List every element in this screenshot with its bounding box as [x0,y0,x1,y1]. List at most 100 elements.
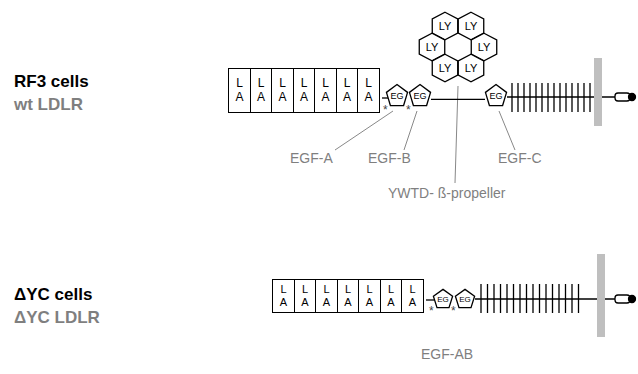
domain-letters: L A [366,283,373,308]
cytoplasmic-tail [615,295,630,303]
tick-mark [532,284,533,313]
la-module: L A [272,279,295,313]
asterisk-mark: * [451,305,456,319]
domain-abbrev: LY [439,62,452,75]
cell-line-name: RF3 cells [14,72,89,92]
o-linked-ticks [512,83,590,112]
tick-mark [553,83,554,112]
la-module: L A [294,279,317,313]
domain-letters: L A [300,77,308,105]
membrane-bar [597,254,605,337]
tick-mark [552,284,553,313]
egf-pentagon-shape [433,289,452,307]
tick-mark [559,83,560,112]
tick-mark [513,284,514,313]
domain-label: EGF-AB [421,346,473,362]
backbone-connector [431,99,485,100]
tick-mark [547,83,548,112]
domain-letters: L A [343,77,351,105]
domain-abbrev: LY [465,20,478,33]
domain-letters: L A [279,77,287,105]
bottom-receptor-art [426,254,636,337]
tick-mark [589,83,590,112]
tick-mark [583,83,584,112]
tick-mark [578,284,579,313]
egf-pentagon: EG [455,289,475,308]
tick-mark [529,83,530,112]
o-linked-ticks [481,284,579,313]
tick-mark [565,284,566,313]
la-module: L A [228,68,251,113]
domain-letters: L A [344,283,351,308]
egf-pentagon: EG [386,84,408,106]
tick-mark [511,83,512,112]
la-module: L A [380,279,403,313]
la-module: L A [357,68,380,113]
tick-mark [539,284,540,313]
tick-mark [480,284,481,313]
domain-abbrev: EG [413,88,426,101]
domain-letters: L A [409,283,416,308]
domain-label: EGF-B [368,150,411,166]
domain-letters: L A [323,283,330,308]
tick-mark [506,284,507,313]
receptor-name: ΔYC LDLR [14,308,100,328]
egf-pentagon: EG [485,84,507,106]
la-module: L A [271,68,294,113]
asterisk-mark: * [406,104,411,118]
ywtd-blade-hexagon: LY [458,54,484,82]
la-module: L A [315,279,338,313]
membrane-bar [594,58,602,126]
linker-line [426,299,434,300]
cytoplasmic-tail [615,93,630,101]
tick-mark [541,83,542,112]
tick-mark [577,83,578,112]
tick-mark [519,284,520,313]
la-module: L A [293,68,316,113]
la-module: L A [250,68,273,113]
ywtd-blade-hexagon: LY [432,54,458,82]
ywtd-blade-hexagon-shape [432,54,457,81]
tail-dot [629,296,636,303]
domain-abbrev: EG [489,88,502,101]
domain-letters: L A [257,77,265,105]
domain-abbrev: EG [437,292,449,304]
domain-letters: L A [280,283,287,308]
domain-abbrev: EG [390,88,403,101]
domain-letters: L A [301,283,308,308]
domain-letters: L A [236,77,244,105]
la-module: L A [314,68,337,113]
top-receptor-art [382,58,636,126]
leader-line [455,86,458,183]
linker-line [382,97,388,98]
la-module: L A [401,279,424,313]
domain-abbrev: LY [478,41,491,54]
tick-mark [545,284,546,313]
egf-pentagon-shape [485,84,506,105]
tick-mark [571,284,572,313]
tick-mark [493,284,494,313]
domain-label: YWTD- ß-propeller [388,185,505,201]
la-module: L A [358,279,381,313]
egf-pentagon-shape [409,84,430,105]
domain-label: EGF-C [498,150,542,166]
asterisk-mark: * [429,305,434,319]
tail-dot [629,94,636,101]
tick-mark [487,284,488,313]
ywtd-blade-hexagon-shape [458,54,483,81]
domain-label: EGF-A [290,150,333,166]
tick-mark [558,284,559,313]
domain-abbrev: LY [439,20,452,33]
tick-mark [565,83,566,112]
tick-mark [500,284,501,313]
domain-abbrev: LY [465,62,478,75]
tick-mark [523,83,524,112]
asterisk-mark: * [383,104,388,118]
egf-pentagon: EG [433,289,453,308]
egf-pentagon-shape [455,289,474,307]
leader-line [499,111,515,150]
receptor-name: wt LDLR [14,95,83,115]
tick-mark [535,83,536,112]
domain-letters: L A [387,283,394,308]
